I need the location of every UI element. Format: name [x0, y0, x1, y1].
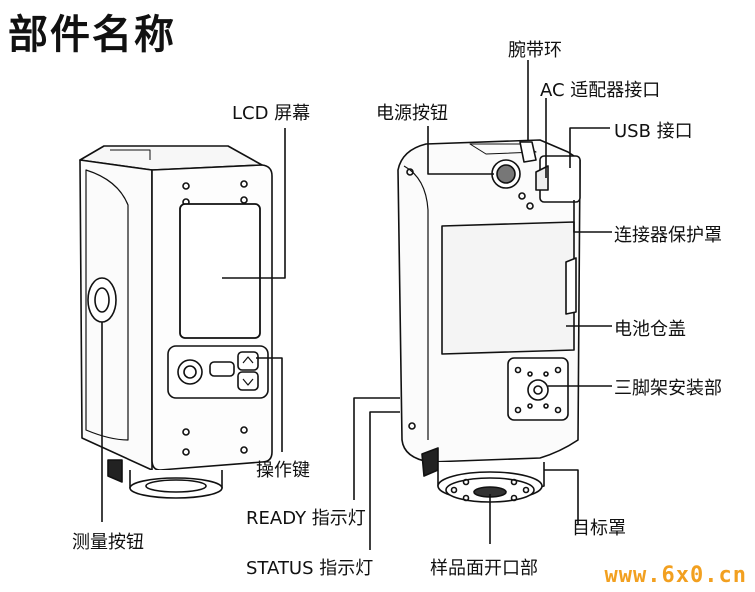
- label-sample-aperture: 样品面开口部: [430, 558, 538, 579]
- label-connector-cover: 连接器保护罩: [614, 225, 722, 246]
- measure-button: [87, 277, 117, 323]
- label-target-mask: 目标罩: [572, 518, 626, 539]
- battery-cover: [441, 221, 575, 355]
- front-device: [79, 145, 273, 499]
- label-ac-adapter-port: AC 适配器接口: [540, 80, 661, 101]
- back-device: [397, 139, 581, 503]
- label-status-indicator: STATUS 指示灯: [246, 558, 374, 579]
- label-wrist-strap: 腕带环: [508, 40, 562, 61]
- round-button: [177, 359, 203, 385]
- page-title: 部件名称: [8, 12, 176, 58]
- label-usb-port: USB 接口: [614, 121, 693, 142]
- label-battery-cover: 电池仓盖: [614, 319, 686, 340]
- lcd-screen: [179, 203, 261, 339]
- leader-lines: [101, 60, 612, 550]
- tripod-mount: [507, 357, 569, 421]
- label-measure-button: 测量按钮: [72, 532, 144, 553]
- watermark: www.6x0.cn: [604, 563, 747, 588]
- label-power-button: 电源按钮: [376, 103, 448, 124]
- label-ready-indicator: READY 指示灯: [246, 508, 366, 529]
- label-operation-keys: 操作键: [256, 460, 310, 481]
- label-tripod-mount: 三脚架安装部: [614, 378, 722, 399]
- label-lcd-screen: LCD 屏幕: [232, 103, 311, 124]
